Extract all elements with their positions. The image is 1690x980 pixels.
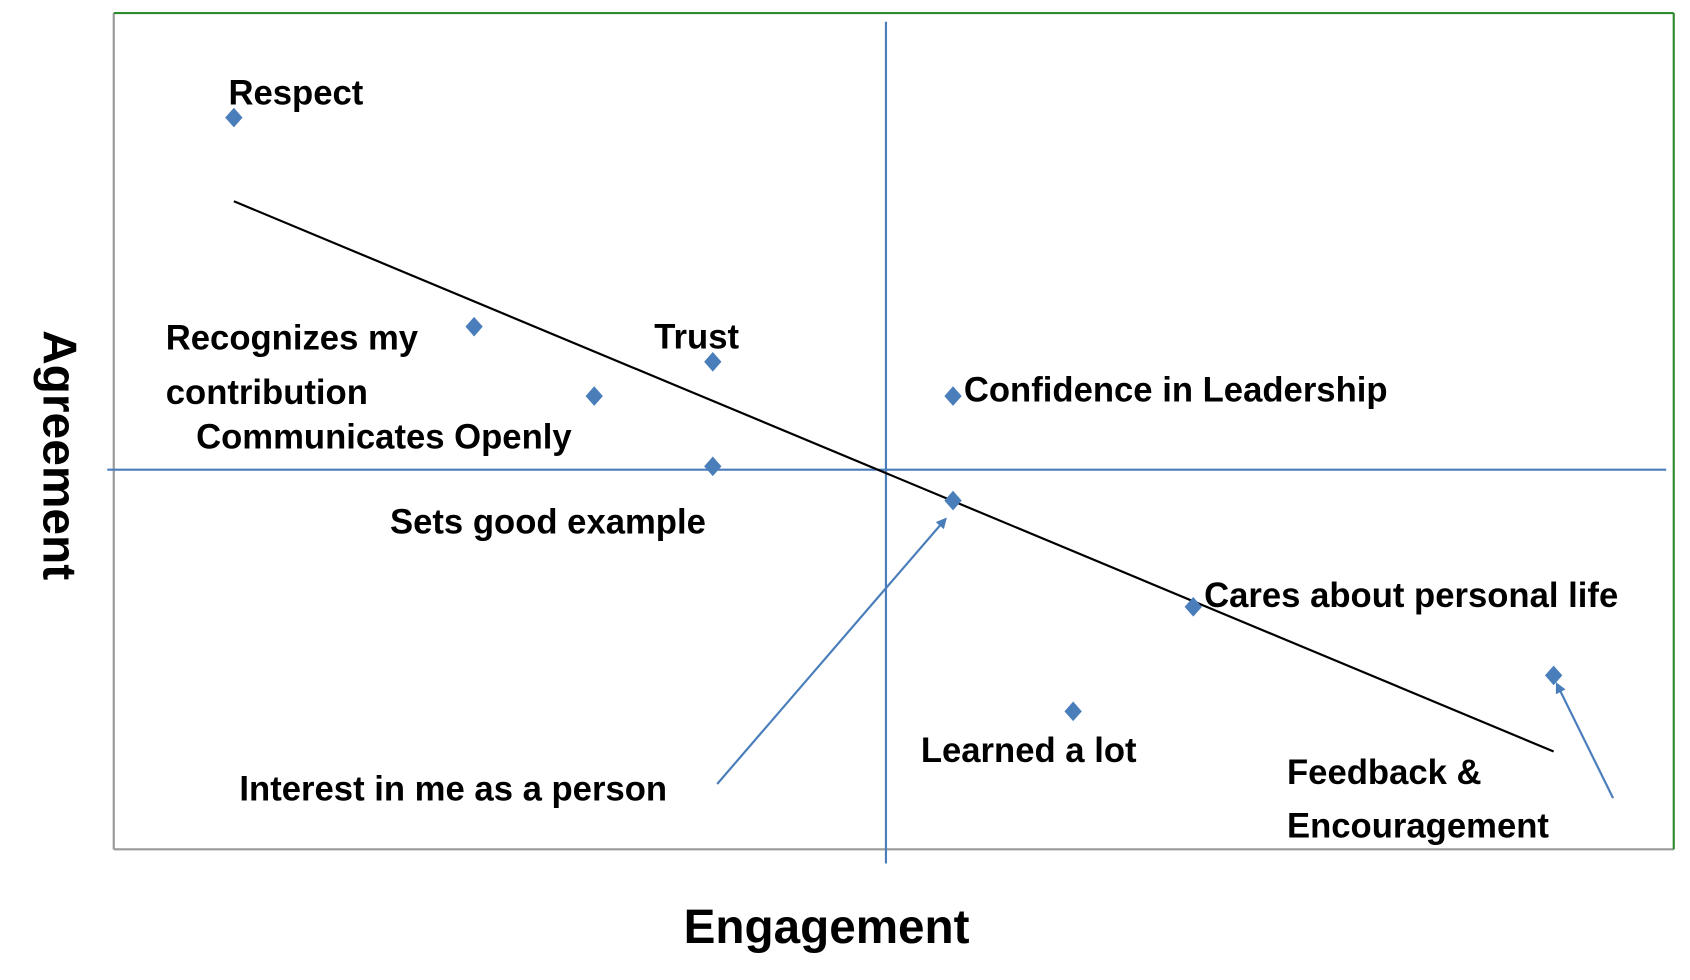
data-point-marker xyxy=(465,316,483,337)
data-point-marker xyxy=(944,386,962,406)
data-point-label: Feedback &Encouragement xyxy=(1287,754,1549,845)
data-point-marker xyxy=(704,456,722,477)
callout-arrow-interest xyxy=(716,517,947,785)
data-point-label: Trust xyxy=(654,319,739,357)
data-point-label: Confidence in Leadership xyxy=(964,371,1388,409)
callout-arrow-feedback xyxy=(1555,682,1615,799)
data-point-label: Respect xyxy=(228,74,363,112)
data-point-label: Communicates Openly xyxy=(196,419,572,457)
data-point-marker xyxy=(1184,597,1202,617)
data-point-label: Learned a lot xyxy=(921,732,1137,770)
data-point-label: Cares about personal life xyxy=(1204,577,1618,615)
data-point-label: Sets good example xyxy=(390,503,706,541)
data-point-marker xyxy=(944,490,962,511)
data-point-label: Interest in me as a person xyxy=(239,770,667,808)
data-point-marker xyxy=(1544,665,1563,686)
x-axis-title: Engagement xyxy=(684,901,970,954)
data-point-marker xyxy=(225,107,243,128)
y-axis-title: Agreement xyxy=(32,330,85,580)
data-point-marker xyxy=(1064,701,1082,722)
trendline xyxy=(233,200,1555,753)
data-point-marker xyxy=(585,386,603,406)
